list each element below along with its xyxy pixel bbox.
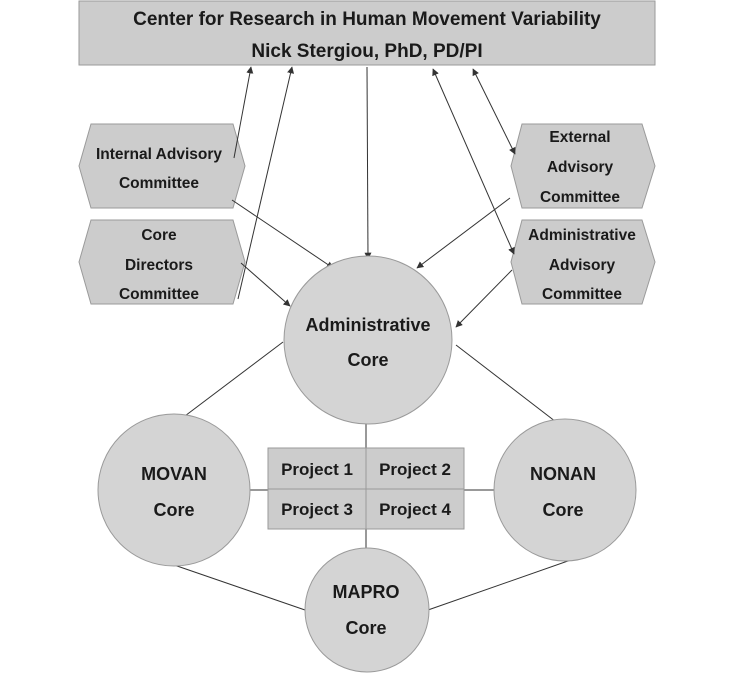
arrow-directors-to-center (237, 66, 294, 300)
projects-grid: Project 1 Project 2 Project 3 Project 4 (267, 447, 465, 530)
administrative-core-label-line-2: Core (347, 350, 388, 370)
arrow-center-external-bidirectional (472, 68, 516, 155)
administrative-advisory-label-line-2: Advisory (549, 257, 616, 274)
movan-core-label-line-2: Core (153, 500, 194, 520)
nonan-core: NONAN Core (493, 418, 637, 562)
internal-advisory-shape (78, 123, 246, 209)
administrative-advisory-shape (510, 219, 656, 305)
internal-advisory-committee-box: Internal Advisory Committee (78, 123, 246, 209)
external-advisory-label-line-3: Committee (540, 189, 620, 206)
project-1-label: Project 1 (281, 460, 353, 479)
arrow-directors-to-admin (240, 262, 291, 307)
external-advisory-label-line-2: Advisory (547, 159, 614, 176)
connector-admin-nonan (455, 344, 561, 426)
project-4-cell (365, 488, 465, 530)
nonan-core-label-line-2: Core (542, 500, 583, 520)
mapro-core: MAPRO Core (304, 547, 430, 673)
arrow-adminadvisory-to-admin (455, 269, 513, 328)
administrative-advisory-label-line-3: Committee (542, 286, 622, 303)
administrative-core: Administrative Core (283, 255, 453, 425)
arrow-center-to-admin (364, 66, 372, 260)
project-3-label: Project 3 (281, 500, 353, 519)
project-4-label: Project 4 (379, 500, 451, 519)
nonan-core-shape (493, 418, 637, 562)
arrow-external-to-admin (416, 197, 511, 269)
arrow-internal-to-center (233, 66, 254, 159)
center-box-shape (78, 0, 656, 66)
reporting-arrows (231, 66, 516, 328)
project-3-cell (267, 488, 367, 530)
core-directors-label-line-2: Directors (125, 257, 193, 274)
mapro-core-label-line-1: MAPRO (333, 582, 400, 602)
administrative-advisory-label-line-1: Administrative (528, 227, 636, 244)
arrow-center-adminadvisory-bidirectional (432, 68, 515, 255)
core-directors-label-line-3: Committee (119, 286, 199, 303)
administrative-advisory-committee-box: Administrative Advisory Committee (510, 219, 656, 305)
movan-core-shape (97, 413, 251, 567)
external-advisory-label-line-1: External (549, 129, 610, 146)
center-subtitle: Nick Stergiou, PhD, PD/PI (251, 41, 482, 62)
administrative-core-label-line-1: Administrative (305, 315, 430, 335)
movan-core: MOVAN Core (97, 413, 251, 567)
internal-advisory-label-line-1: Internal Advisory (96, 146, 222, 163)
core-directors-committee-box: Core Directors Committee (78, 219, 246, 305)
nonan-core-label-line-1: NONAN (530, 464, 596, 484)
core-directors-shape (78, 219, 246, 305)
arrow-internal-to-admin (231, 199, 334, 269)
internal-advisory-label-line-2: Committee (119, 175, 199, 192)
mapro-core-shape (304, 547, 430, 673)
center-box: Center for Research in Human Movement Va… (78, 0, 656, 66)
administrative-core-shape (283, 255, 453, 425)
center-title: Center for Research in Human Movement Va… (133, 9, 601, 30)
core-directors-label-line-1: Core (141, 227, 177, 244)
project-2-label: Project 2 (379, 460, 451, 479)
movan-core-label-line-1: MOVAN (141, 464, 207, 484)
mapro-core-label-line-2: Core (345, 618, 386, 638)
external-advisory-committee-box: External Advisory Committee (510, 123, 656, 209)
connector-admin-movan (172, 341, 284, 426)
connector-nonan-mapro (427, 554, 586, 611)
